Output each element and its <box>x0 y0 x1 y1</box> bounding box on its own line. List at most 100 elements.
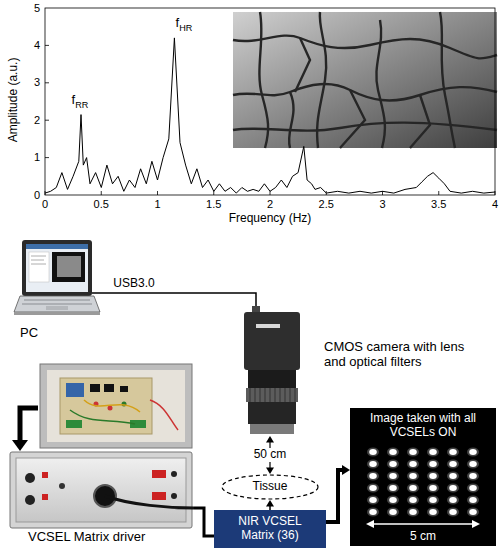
y-tick-label: 0 <box>34 189 40 202</box>
laser-spot <box>389 485 397 491</box>
spot-glow <box>447 495 459 504</box>
laser-spot <box>389 449 397 455</box>
laser-spot <box>409 509 417 515</box>
dashed-outline <box>222 475 318 499</box>
vessel-network <box>233 12 497 148</box>
spot-glow <box>407 471 419 480</box>
driver-open-box-photo <box>12 364 192 451</box>
spot-glow <box>367 447 379 456</box>
spot-glow <box>447 447 459 456</box>
y-tick-label: 5 <box>34 2 40 15</box>
spot-glow <box>387 507 399 516</box>
spot-glow <box>467 471 479 480</box>
spot-glow <box>407 507 419 516</box>
subscript: HR <box>179 23 192 33</box>
spot-glow <box>447 507 459 516</box>
connector <box>194 508 214 536</box>
spot-glow <box>387 447 399 456</box>
connector <box>100 293 256 306</box>
connector-line <box>100 293 256 306</box>
node-label: PC <box>20 326 80 341</box>
laser-spot <box>429 473 437 479</box>
laser-spot <box>389 473 397 479</box>
peak-label: fHR <box>176 16 193 33</box>
node-label: Tissue <box>253 480 288 494</box>
laser-spot <box>369 485 377 491</box>
axes-frame <box>45 8 495 195</box>
laser-spot <box>469 461 477 467</box>
spot-glow <box>387 471 399 480</box>
laser-spot <box>409 461 417 467</box>
vessel-inset-image <box>233 12 497 148</box>
connector <box>326 465 350 522</box>
spot-glow <box>407 495 419 504</box>
spot-glow <box>447 459 459 468</box>
y-tick-label: 1 <box>34 151 40 164</box>
laptop-node: PC <box>12 238 100 342</box>
laser-spot <box>369 473 377 479</box>
spot-glow <box>367 507 379 516</box>
image-caption: Image taken with all VCSELs ON <box>367 412 479 440</box>
spot-glow <box>427 483 439 492</box>
laser-spot <box>369 497 377 503</box>
x-tick-label: 0 <box>42 198 48 211</box>
node-label: CMOS camera with lens and optical filter… <box>324 340 489 370</box>
x-tick-label: 1.5 <box>206 198 221 211</box>
spot-glow <box>467 483 479 492</box>
spot-glow <box>387 483 399 492</box>
laser-spot <box>469 509 477 515</box>
x-tick-label: 2 <box>267 198 273 211</box>
spectrum-chart <box>45 8 497 195</box>
laser-spot <box>449 449 457 455</box>
laser-spot <box>449 461 457 467</box>
laser-spot <box>409 473 417 479</box>
spectrum-curve <box>45 38 495 193</box>
connector-label: 50 cm <box>252 448 289 462</box>
spot-glow <box>427 447 439 456</box>
spot-glow <box>447 483 459 492</box>
laser-spot <box>429 497 437 503</box>
x-tick-label: 0.5 <box>94 198 109 211</box>
laser-spot <box>389 497 397 503</box>
laser-spot <box>449 485 457 491</box>
x-axis-title: Frequency (Hz) <box>229 212 312 226</box>
spot-glow <box>367 471 379 480</box>
scale-bar <box>370 523 476 524</box>
x-tick-label: 3.5 <box>431 198 446 211</box>
laser-spot <box>409 449 417 455</box>
laser-spot <box>469 485 477 491</box>
laser-spot <box>389 461 397 467</box>
laser-spot <box>449 509 457 515</box>
camera-node: CMOS camera with lens and optical filter… <box>232 306 312 436</box>
laser-spot <box>369 509 377 515</box>
spot-glow <box>467 507 479 516</box>
y-tick-label: 4 <box>34 39 40 52</box>
arrowhead <box>266 468 274 474</box>
laser-spot <box>429 485 437 491</box>
connector-line <box>194 508 214 536</box>
spot-glow <box>387 495 399 504</box>
driver-cable <box>105 496 194 508</box>
spot-glow <box>427 507 439 516</box>
y-tick-label: 2 <box>34 114 40 127</box>
spot-glow <box>367 483 379 492</box>
spot-glow <box>387 459 399 468</box>
spot-glow <box>367 495 379 504</box>
spot-glow <box>407 447 419 456</box>
connector-label: USB3.0 <box>111 277 156 291</box>
vcsel-image-node: Image taken with all VCSELs ON <box>350 408 496 546</box>
subscript: RR <box>75 100 88 110</box>
laptop-illustration <box>14 240 100 315</box>
node-label: VCSEL Matrix driver <box>28 530 188 545</box>
laser-spot <box>449 473 457 479</box>
spot-glow <box>427 495 439 504</box>
laser-spot <box>389 509 397 515</box>
y-tick-label: 3 <box>34 76 40 89</box>
spot-glow <box>467 459 479 468</box>
arrowhead <box>266 436 274 442</box>
laser-spot <box>409 497 417 503</box>
laser-spot <box>429 461 437 467</box>
laser-spot <box>469 449 477 455</box>
laser-spot <box>429 449 437 455</box>
laser-spot <box>469 473 477 479</box>
